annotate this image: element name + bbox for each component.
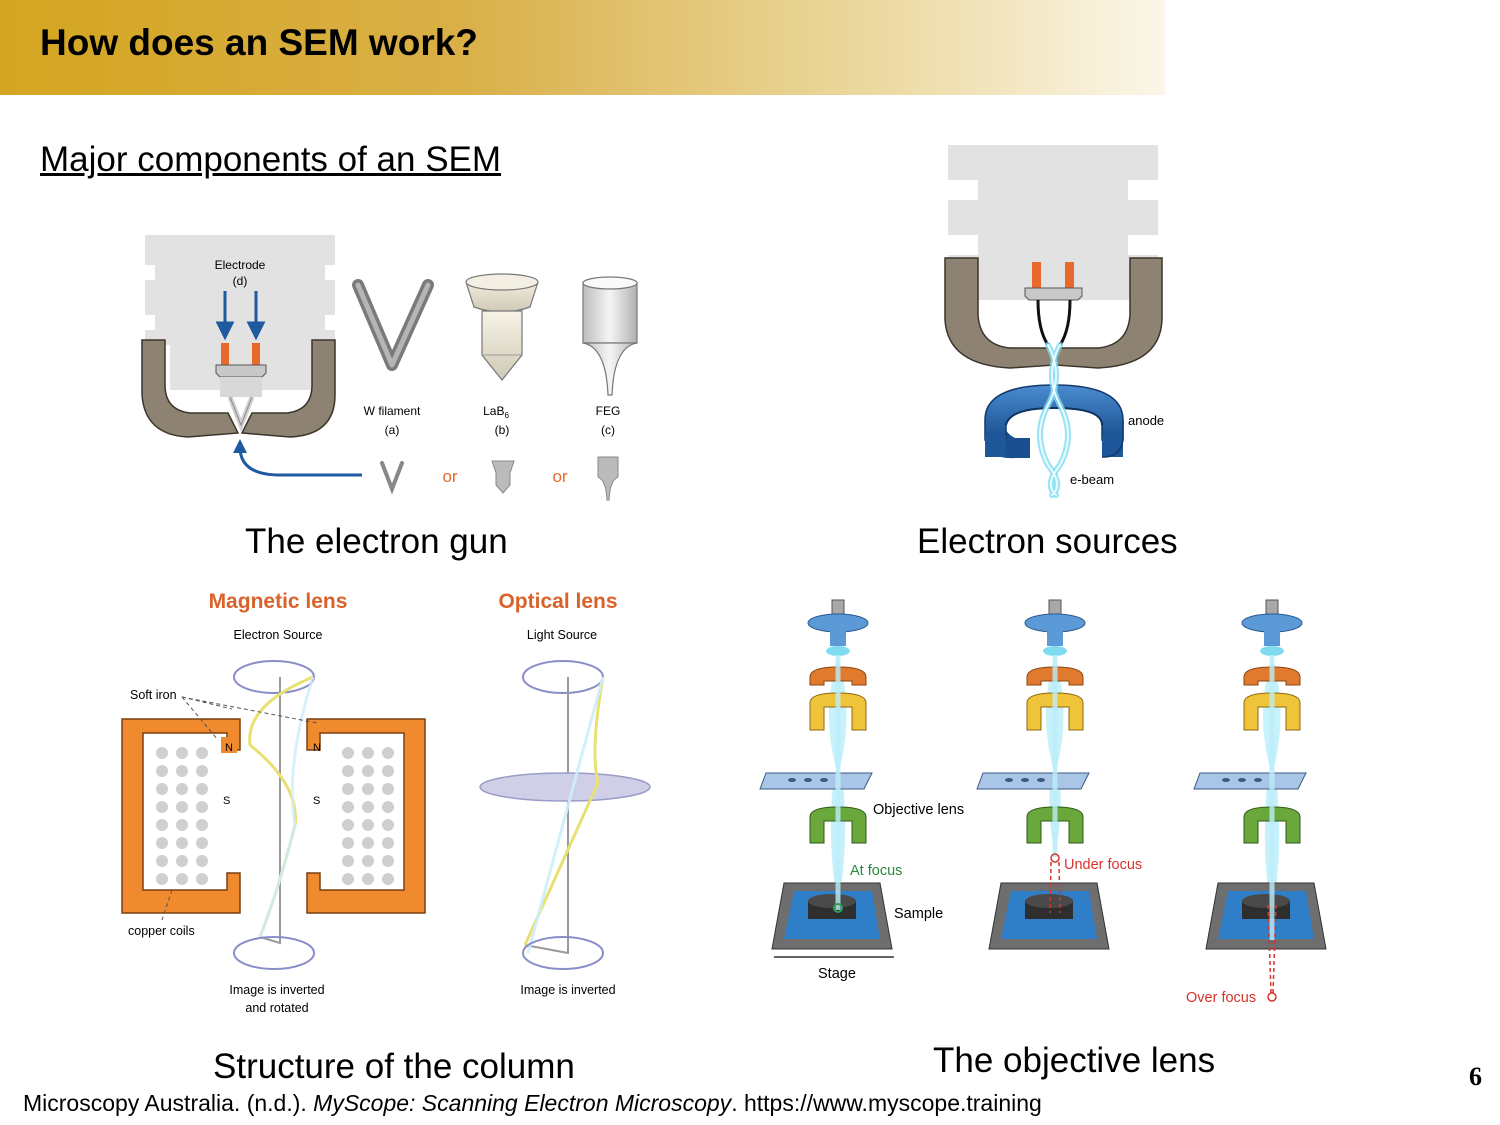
magnetic-lens-title: Magnetic lens [209, 590, 348, 613]
over-focus-label: Over focus [1186, 990, 1256, 1006]
caption-electron-sources: Electron sources [917, 522, 1178, 561]
small-feg-icon [597, 456, 619, 501]
caption-objective-lens: The objective lens [933, 1041, 1216, 1080]
feg-label: FEG [596, 404, 621, 418]
electrode-arrows [215, 291, 266, 341]
magnetic-result-line2: and rotated [245, 1001, 308, 1015]
anode-label: anode [1128, 413, 1164, 428]
optical-result: Image is inverted [520, 983, 615, 997]
column-over-focus [1193, 599, 1327, 950]
caption-column-structure: Structure of the column [213, 1047, 575, 1086]
at-focus-label: At focus [850, 863, 902, 879]
or-label-2: or [552, 467, 567, 486]
magnetic-result-line1: Image is inverted [229, 983, 324, 997]
svg-text:S: S [223, 795, 230, 807]
lab6-letter: (b) [495, 423, 510, 437]
lab6-crystal-icon [465, 273, 539, 381]
column-at-focus [759, 599, 893, 950]
soft-iron-label: Soft iron [130, 688, 177, 702]
source-housing [948, 145, 1158, 300]
copper-coils-label: copper coils [128, 924, 195, 938]
page-number: 6 [1469, 1062, 1482, 1091]
caption-electron-gun: The electron gun [245, 522, 508, 561]
optical-lens-title: Optical lens [498, 590, 617, 613]
gun-housing [145, 235, 335, 345]
feg-tip-icon [582, 276, 638, 396]
copper-coils [156, 747, 394, 885]
electrode-label: Electrode [215, 258, 266, 272]
citation-work-title: MyScope: Scanning Electron Microscopy [313, 1090, 732, 1116]
stage-label: Stage [818, 966, 856, 982]
svg-text:S: S [313, 795, 320, 807]
electron-gun-diagram: Electrode (d) W filament (a) LaB6 (b) FE… [141, 235, 638, 501]
magnet-right: N S [306, 718, 426, 914]
wehnelt-cap [141, 339, 240, 438]
under-focus-label: Under focus [1064, 857, 1142, 873]
slide-title: How does an SEM work? [40, 22, 478, 63]
sample-label: Sample [894, 906, 943, 922]
source-arrow [238, 446, 362, 477]
objective-lens-label: Objective lens [873, 802, 964, 818]
svg-text:N: N [313, 742, 321, 754]
electron-source-label: Electron Source [234, 628, 323, 642]
title-bar [0, 0, 1165, 95]
electrode-letter: (d) [233, 274, 248, 288]
objective-lens-diagram: Objective lens At focus Sample Stage Und… [759, 599, 1327, 1006]
svg-text:N: N [225, 742, 233, 754]
slide-subtitle: Major components of an SEM [40, 140, 502, 179]
lab6-label: LaB6 [483, 404, 509, 420]
e-beam [1037, 342, 1071, 498]
ebeam-label: e-beam [1070, 472, 1114, 487]
electron-sources-diagram: anode e-beam [944, 145, 1164, 498]
light-source-label: Light Source [527, 628, 597, 642]
feg-letter: (c) [601, 423, 615, 437]
small-lab6-icon [491, 460, 515, 494]
optical-lens-disk [479, 772, 651, 802]
w-filament-label: W filament [364, 404, 421, 418]
or-label-1: or [442, 467, 457, 486]
citation: Microscopy Australia. (n.d.). MyScope: S… [23, 1090, 1042, 1116]
small-w-icon [380, 461, 404, 495]
w-filament-icon [352, 279, 434, 371]
magnet-left: N S [121, 718, 241, 914]
column-structure-diagram: Magnetic lens Optical lens Electron Sour… [121, 590, 651, 1015]
column-under-focus [976, 599, 1110, 950]
w-filament-letter: (a) [385, 423, 400, 437]
